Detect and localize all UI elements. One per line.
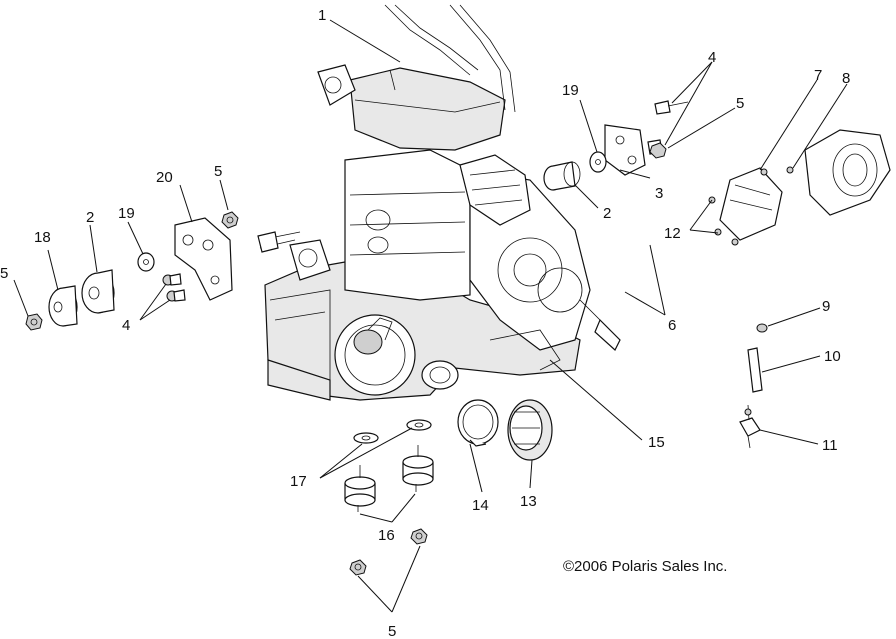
mount-bracket-20	[174, 217, 233, 301]
throttle-body-8	[786, 129, 891, 216]
callout-4-right: 4	[708, 49, 716, 66]
isolator-2-left	[81, 269, 115, 314]
callout-labels: 1 4 5 7 8 19 3 2 12 20 5 18 2 19 5 4 6 9…	[0, 7, 850, 639]
callout-1: 1	[318, 7, 326, 24]
intake-port-left	[317, 64, 356, 106]
washer-19-right	[589, 151, 607, 173]
sensor-parts	[739, 323, 768, 449]
callout-5-upper-left: 5	[214, 163, 222, 180]
callout-5-bottom: 5	[388, 623, 396, 639]
nut-5-bottom-a	[349, 559, 367, 576]
bolt-4-right-a	[654, 100, 671, 115]
nut-5-right	[649, 142, 667, 159]
cylinder-block	[344, 149, 471, 301]
boot-13	[507, 399, 553, 461]
callout-10: 10	[824, 348, 841, 365]
callout-12: 12	[664, 225, 681, 242]
callout-13: 13	[520, 493, 537, 510]
intake-adaptor-12	[708, 167, 783, 246]
washer-19-left	[137, 252, 155, 272]
drive-pulley	[334, 314, 416, 396]
nut-5-upper-left	[221, 211, 239, 229]
washer-17-b	[406, 419, 432, 431]
left-mount-group	[25, 211, 239, 331]
rubber-mount-16-a	[344, 465, 376, 512]
valve-11	[739, 404, 761, 449]
callout-19-left: 19	[118, 205, 135, 222]
pin-10	[747, 347, 763, 393]
callout-11: 11	[822, 437, 838, 454]
callout-4-left: 4	[122, 317, 130, 334]
callout-5-right: 5	[736, 95, 744, 112]
plug-9	[756, 323, 768, 333]
engine-assembly	[257, 4, 621, 401]
callout-6: 6	[668, 317, 676, 334]
leader-lines	[13, 19, 848, 613]
callout-8: 8	[842, 70, 850, 87]
right-mount-group	[543, 100, 891, 246]
callout-5-far-left: 5	[0, 265, 8, 282]
callout-14: 14	[472, 497, 489, 514]
callout-2-left: 2	[86, 209, 94, 226]
copyright-notice: ©2006 Polaris Sales Inc.	[563, 558, 727, 575]
breather-hose	[384, 4, 479, 76]
washer-17-a	[353, 432, 379, 444]
rubber-mount-16-b	[402, 445, 434, 492]
callout-18: 18	[34, 229, 51, 246]
callout-2-right: 2	[603, 205, 611, 222]
callout-20: 20	[156, 169, 173, 186]
callout-16: 16	[378, 527, 395, 544]
mount-bracket-3	[604, 124, 646, 176]
intake-boot	[459, 154, 531, 226]
nut-5-left	[25, 313, 43, 331]
callout-7: 7	[814, 67, 822, 84]
nut-5-bottom-b	[410, 528, 428, 545]
callout-15: 15	[648, 434, 665, 451]
lower-parts	[344, 399, 553, 576]
callout-3: 3	[655, 185, 663, 202]
isolator-18	[48, 285, 78, 327]
callout-17: 17	[290, 473, 307, 490]
callout-19-right: 19	[562, 82, 579, 99]
bolts-4-left	[162, 273, 186, 302]
callout-9: 9	[822, 298, 830, 315]
isolator-2-right	[543, 161, 581, 191]
clamp-14	[457, 399, 499, 447]
